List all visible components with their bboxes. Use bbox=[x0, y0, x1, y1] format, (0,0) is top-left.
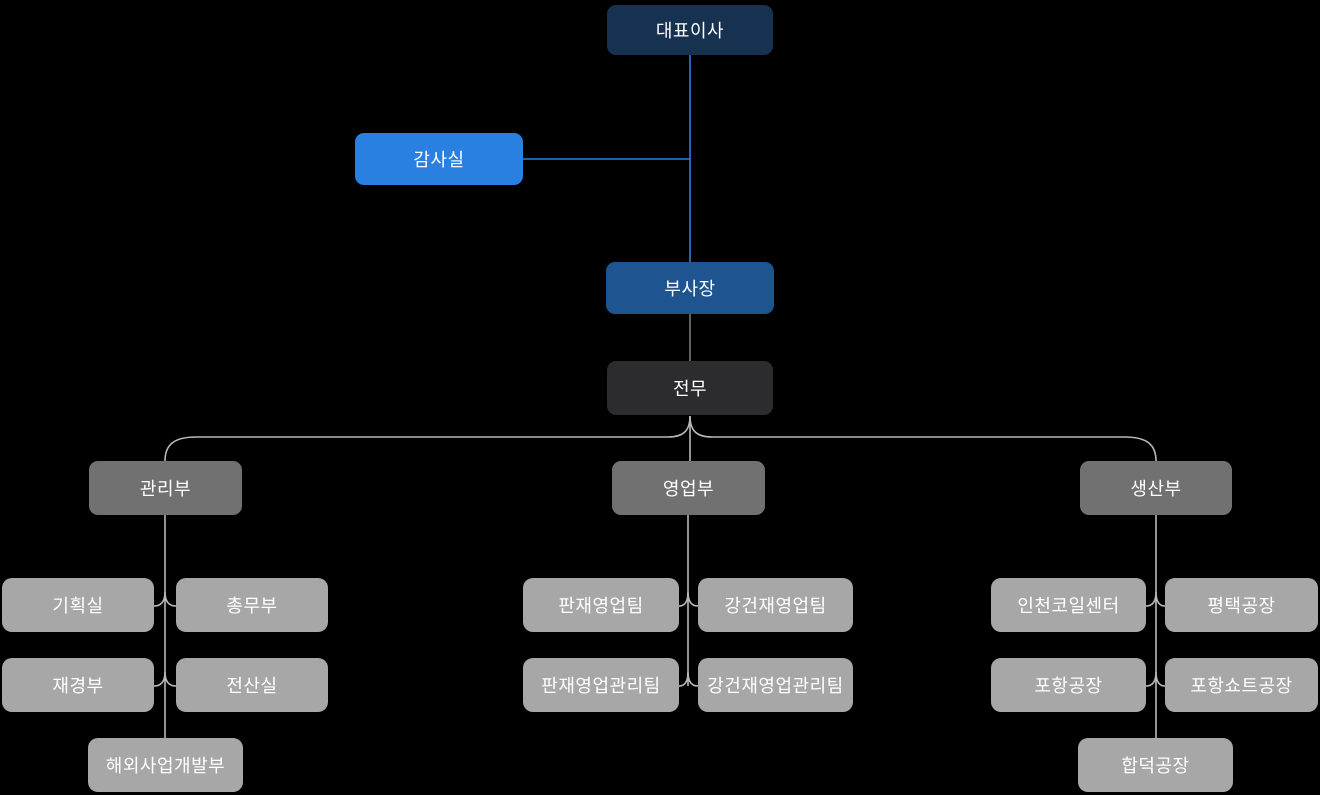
node-incheon-coil-center: 인천코일센터 bbox=[991, 578, 1146, 632]
node-finance-dept: 재경부 bbox=[2, 658, 154, 712]
connector-prod-fork-row2 bbox=[1145, 671, 1166, 687]
node-audit-office: 감사실 bbox=[355, 133, 523, 185]
node-vice-president: 부사장 bbox=[606, 262, 774, 314]
node-pohang-shot-plant: 포항쇼트공장 bbox=[1165, 658, 1318, 712]
node-hapdeok-plant: 합덕공장 bbox=[1078, 738, 1233, 792]
node-executive-director: 전무 bbox=[607, 361, 773, 415]
connector-exec-right bbox=[689, 415, 1157, 462]
connector-sales-fork-row2 bbox=[678, 671, 699, 687]
node-general-affairs-dept: 총무부 bbox=[176, 578, 328, 632]
connector-prod-fork-row1 bbox=[1145, 591, 1166, 607]
node-structural-steel-sales-admin-team: 강건재영업관리팀 bbox=[698, 658, 853, 712]
node-plate-sales-admin-team: 판재영업관리팀 bbox=[523, 658, 679, 712]
connector-sales-fork-row1 bbox=[678, 591, 699, 607]
node-structural-steel-sales-team: 강건재영업팀 bbox=[698, 578, 853, 632]
connector-mgmt-fork-row2 bbox=[153, 671, 177, 687]
node-pohang-plant: 포항공장 bbox=[991, 658, 1146, 712]
node-it-office: 전산실 bbox=[176, 658, 328, 712]
node-plate-sales-team: 판재영업팀 bbox=[523, 578, 679, 632]
node-dept-production: 생산부 bbox=[1080, 461, 1232, 515]
connector-mgmt-fork-row1 bbox=[153, 591, 177, 607]
node-pyeongtaek-plant: 평택공장 bbox=[1165, 578, 1318, 632]
node-planning-office: 기획실 bbox=[2, 578, 154, 632]
connector-exec-left bbox=[164, 415, 691, 462]
node-dept-management: 관리부 bbox=[89, 461, 242, 515]
node-dept-sales: 영업부 bbox=[612, 461, 765, 515]
node-ceo: 대표이사 bbox=[607, 5, 773, 55]
node-overseas-business-dev-dept: 해외사업개발부 bbox=[88, 738, 243, 792]
